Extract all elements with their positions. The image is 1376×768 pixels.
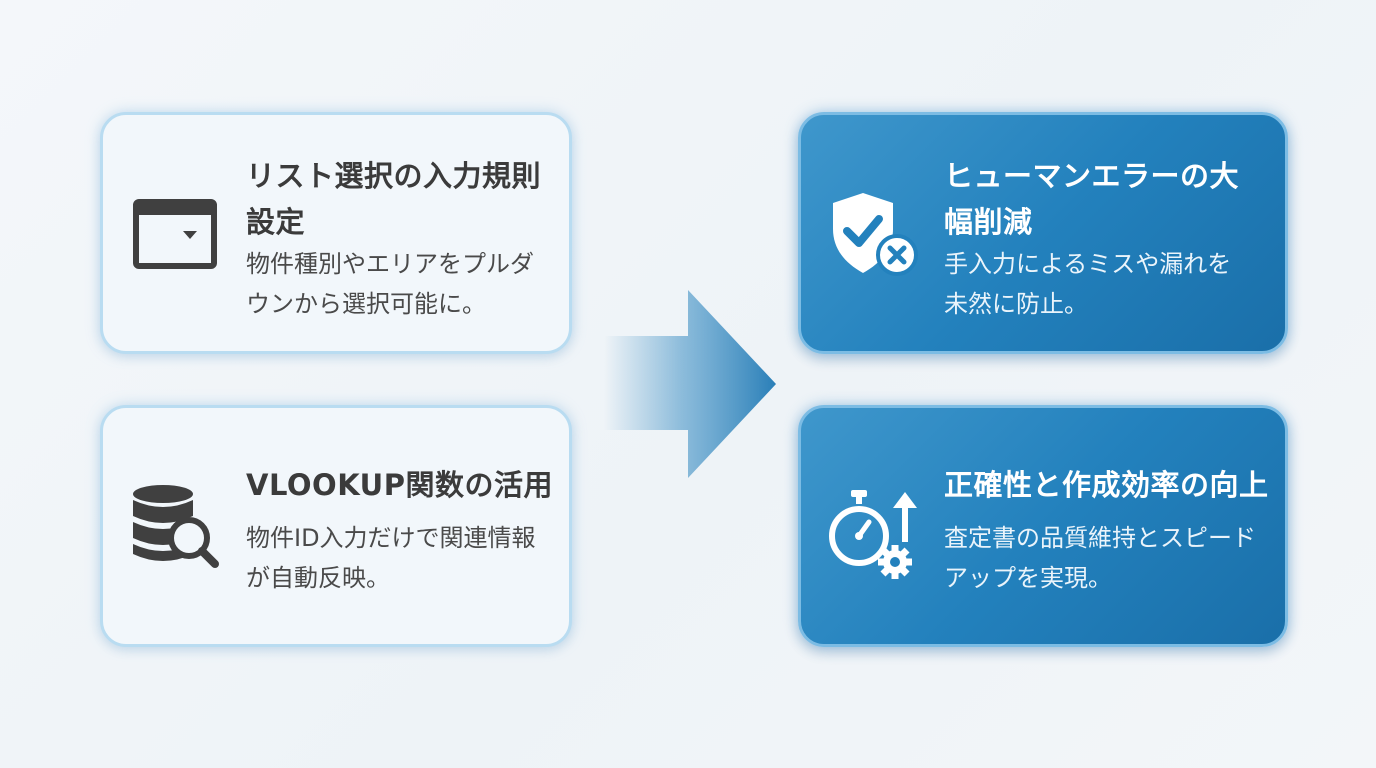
card-description: 査定書の品質維持とスピード アップを実現。 [944,518,1256,598]
card-title-line: 設定 [246,205,306,239]
card-title: リスト選択の入力規則 設定 [246,153,541,245]
card-list-input-rule: リスト選択の入力規則 設定 物件種別やエリアをプルダ ウンから選択可能に。 [100,112,572,354]
card-accuracy-efficiency: 正確性と作成効率の向上 査定書の品質維持とスピード アップを実現。 [798,405,1288,647]
card-description-line: 手入力によるミスや漏れを [944,250,1232,278]
dropdown-list-icon [133,199,217,269]
card-description: 手入力によるミスや漏れを 未然に防止。 [944,244,1231,324]
card-description-line: ウンから選択可能に。 [246,290,486,318]
right-arrow-icon [604,290,776,478]
stopwatch-gear-icon [829,490,917,579]
card-title-line: ヒューマンエラーの大 [944,159,1240,193]
card-vlookup: VLOOKUP関数の活用 物件ID入力だけで関連情報 が自動反映。 [100,405,572,647]
card-title: 正確性と作成効率の向上 [944,462,1269,508]
card-description-line: 査定書の品質維持とスピード [944,524,1256,552]
card-title-line: 幅削減 [944,205,1033,239]
card-title-line: リスト選択の入力規則 [246,159,542,193]
card-error-reduction: ヒューマンエラーの大 幅削減 手入力によるミスや漏れを 未然に防止。 [798,112,1288,354]
shield-check-icon [833,193,918,276]
database-search-icon [133,485,219,568]
card-title-line: 正確性と作成効率の向上 [944,468,1269,502]
card-title-line: VLOOKUP関数の活用 [246,468,553,502]
card-description-line: 物件種別やエリアをプルダ [246,250,534,278]
card-description-line: 未然に防止。 [944,290,1088,318]
card-description: 物件ID入力だけで関連情報 が自動反映。 [246,518,536,598]
card-description-line: 物件ID入力だけで関連情報 [246,524,536,552]
card-title: VLOOKUP関数の活用 [246,462,553,508]
card-title: ヒューマンエラーの大 幅削減 [944,153,1239,245]
card-description-line: アップを実現。 [944,564,1112,592]
card-description-line: が自動反映。 [246,564,390,592]
card-description: 物件種別やエリアをプルダ ウンから選択可能に。 [246,244,534,324]
